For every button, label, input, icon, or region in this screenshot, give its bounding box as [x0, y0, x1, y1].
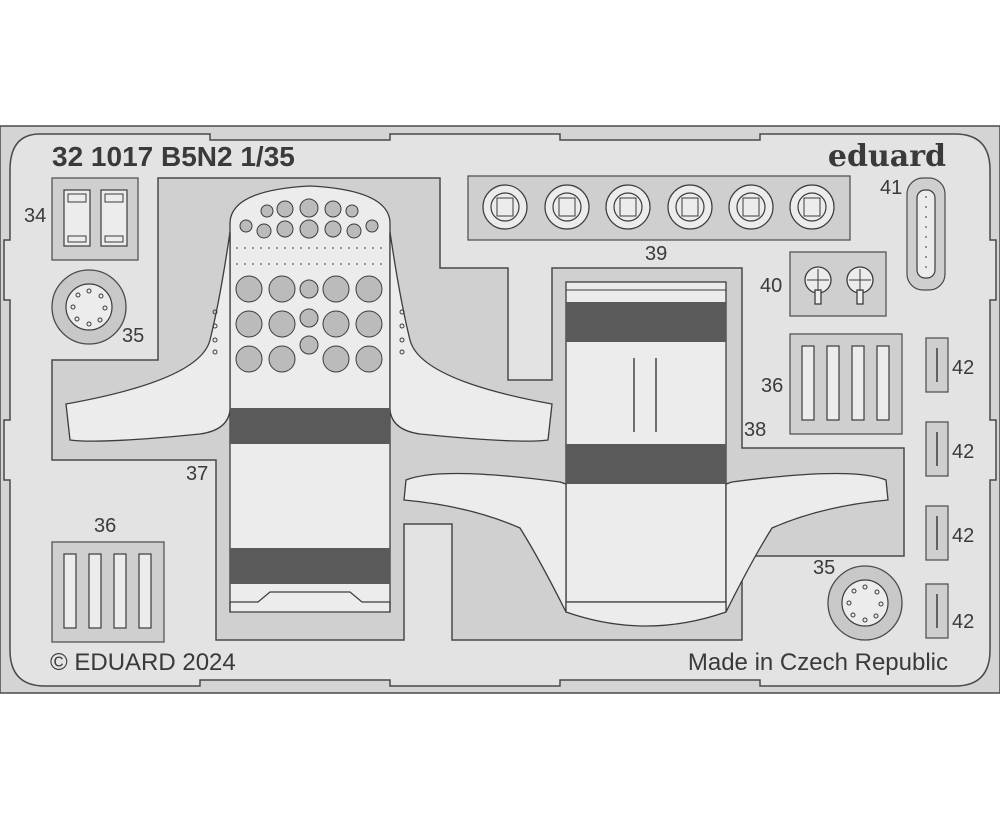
part-36-right — [789, 333, 903, 435]
part-39 — [467, 175, 851, 241]
sheet-title: 32 1017 B5N2 1/35 — [52, 141, 295, 172]
label-42-1: 42 — [952, 357, 974, 379]
label-40: 40 — [760, 275, 782, 297]
label-38: 38 — [744, 419, 766, 441]
copyright-text: © EDUARD 2024 — [50, 649, 236, 676]
label-35-bottom: 35 — [813, 557, 835, 579]
label-42-2: 42 — [952, 441, 974, 463]
label-37: 37 — [186, 463, 208, 485]
brand-logo: eduard — [828, 139, 946, 174]
part-40 — [789, 251, 887, 317]
part-35-bottom — [827, 565, 903, 641]
part-34 — [51, 177, 139, 261]
label-36-right: 36 — [761, 375, 783, 397]
label-36-left: 36 — [94, 515, 116, 537]
label-39: 39 — [645, 243, 667, 265]
label-35-top: 35 — [122, 325, 144, 347]
origin-text: Made in Czech Republic — [688, 649, 948, 676]
part-36-left — [51, 541, 165, 643]
label-42-4: 42 — [952, 611, 974, 633]
part-41 — [906, 177, 946, 291]
label-34: 34 — [24, 205, 46, 227]
part-35-top — [51, 269, 127, 345]
part-37 — [65, 185, 553, 613]
label-42-3: 42 — [952, 525, 974, 547]
part-38 — [403, 281, 889, 627]
label-41: 41 — [880, 177, 902, 199]
